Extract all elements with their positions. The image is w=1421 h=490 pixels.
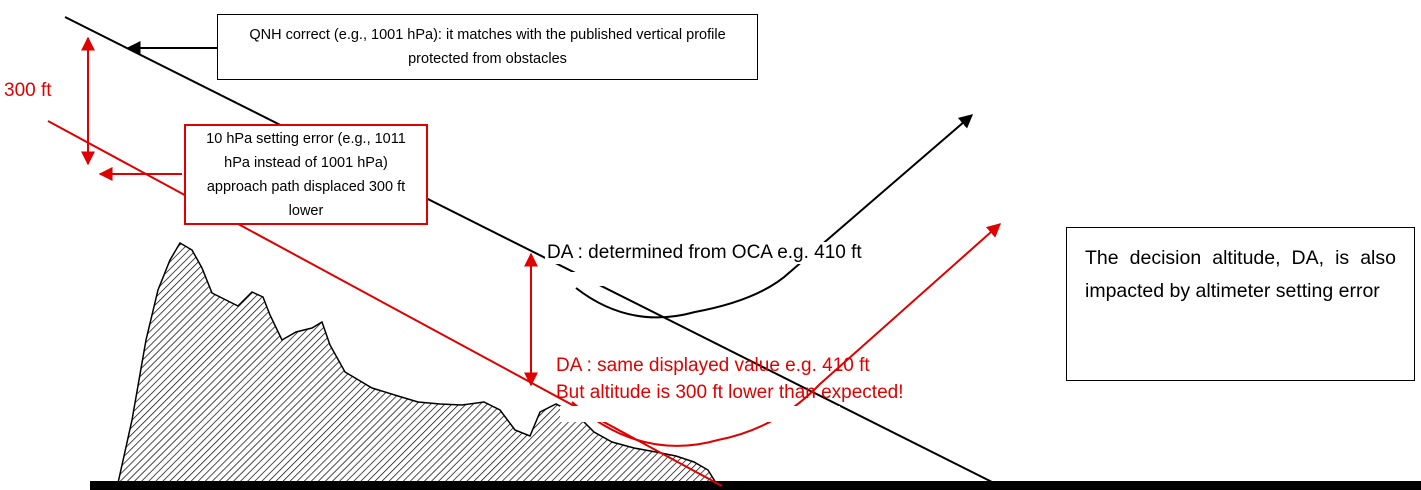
offset-300ft-label: 300 ft [4, 80, 52, 101]
qnh-correct-box: QNH correct (e.g., 1001 hPa): it matches… [217, 14, 758, 80]
setting-error-box: 10 hPa setting error (e.g., 1011 hPa ins… [184, 124, 428, 225]
correct-go-around-path [575, 114, 974, 319]
da-same-value-label: DA : same displayed value e.g. 410 ft Bu… [556, 352, 904, 406]
error-go-around-path [571, 223, 1002, 447]
da-determined-label: DA : determined from OCA e.g. 410 ft [545, 242, 864, 264]
da-same-value-line2: But altitude is 300 ft lower than expect… [556, 382, 904, 403]
qnh-correct-text: QNH correct (e.g., 1001 hPa): it matches… [249, 27, 726, 67]
decision-altitude-note-box: The decision altitude, DA, is also impac… [1066, 227, 1415, 381]
terrain-obstacle [117, 241, 718, 484]
da-same-value-line1: DA : same displayed value e.g. 410 ft [556, 355, 870, 376]
decision-altitude-note-text: The decision altitude, DA, is also impac… [1085, 247, 1396, 302]
correct-approach-path [64, 16, 1001, 487]
error-approach-path [47, 120, 723, 487]
setting-error-text: 10 hPa setting error (e.g., 1011 hPa ins… [206, 130, 406, 219]
